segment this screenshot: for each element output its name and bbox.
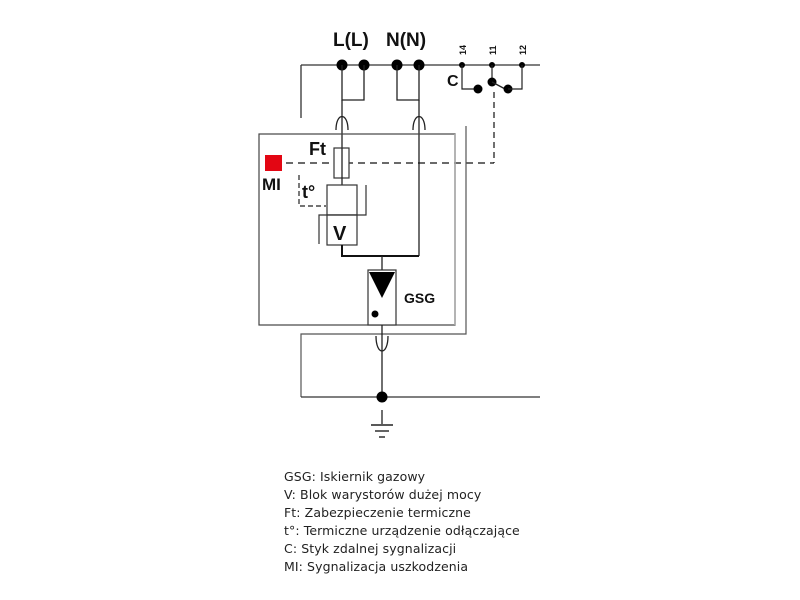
gas-arrester-dot — [371, 310, 379, 318]
legend-item-v: V: Blok warystorów dużej mocy — [284, 487, 482, 502]
terminal-label-line: L(L) — [333, 30, 369, 51]
contact-14-dot — [473, 84, 483, 94]
contact-label: C — [447, 73, 459, 90]
varistor-label: V — [333, 223, 347, 245]
legend-item-mi: MI: Sygnalizacja uszkodzenia — [284, 559, 469, 574]
thermal-disconnector-label: t° — [302, 182, 315, 202]
ground-node — [376, 391, 388, 403]
varistor-upper — [326, 184, 358, 216]
thermal-disconnector-dashed — [298, 175, 326, 207]
pin-label-12: 12 — [518, 45, 528, 55]
gas-arrester-triangle — [369, 272, 395, 298]
line-L-wire — [341, 65, 365, 101]
contact-14-wire — [461, 65, 478, 90]
line-N-wire — [396, 65, 420, 101]
legend: GSG: Iskiernik gazowy V: Blok warystorów… — [284, 468, 520, 576]
varistor-bracket — [318, 185, 367, 244]
varistor-to-N-wire — [341, 245, 419, 257]
indicator-label: MI — [262, 175, 281, 194]
contact-12-wire — [508, 65, 523, 90]
earth-icon — [371, 424, 393, 438]
pin-label-14: 14 — [458, 45, 468, 55]
failure-indicator — [265, 155, 282, 171]
base-box — [300, 126, 467, 397]
legend-item-gsg: GSG: Iskiernik gazowy — [284, 469, 426, 484]
gas-arrester-label: GSG — [404, 290, 435, 306]
terminal-label-neutral: N(N) — [386, 30, 426, 51]
thermal-fuse-label: Ft — [309, 139, 326, 159]
pin-label-11: 11 — [488, 45, 498, 55]
legend-item-t: t°: Termiczne urządzenie odłączające — [284, 523, 520, 538]
plug-L-icon — [335, 115, 349, 131]
legend-item-c: C: Styk zdalnej sygnalizacji — [284, 541, 457, 556]
plug-N-icon — [412, 115, 426, 131]
legend-item-ft: Ft: Zabezpieczenie termiczne — [284, 505, 471, 520]
